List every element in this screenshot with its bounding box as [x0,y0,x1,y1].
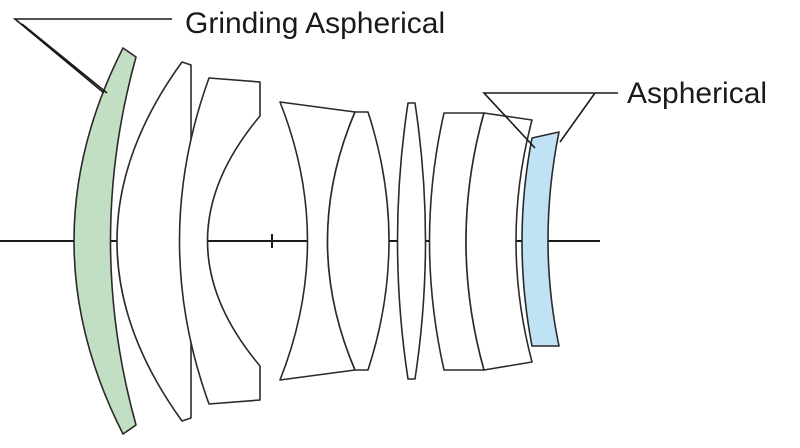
lens-element-aspherical [521,131,560,347]
aspherical-leader-2 [559,92,596,143]
lens-element-grinding-aspherical [73,47,137,435]
lens-element-6 [396,102,427,380]
grinding-aspherical-label: Grinding Aspherical [185,7,446,40]
grinding-aspherical-leader [12,18,172,94]
aspherical-leader [482,92,618,149]
lens-element-8 [465,112,533,371]
lens-element-3 [178,77,261,405]
lens-element-2 [116,61,192,422]
grinding-aspherical-leader-2 [21,23,108,94]
aspherical-label: Aspherical [627,77,768,110]
lens-element-5 [326,111,390,371]
